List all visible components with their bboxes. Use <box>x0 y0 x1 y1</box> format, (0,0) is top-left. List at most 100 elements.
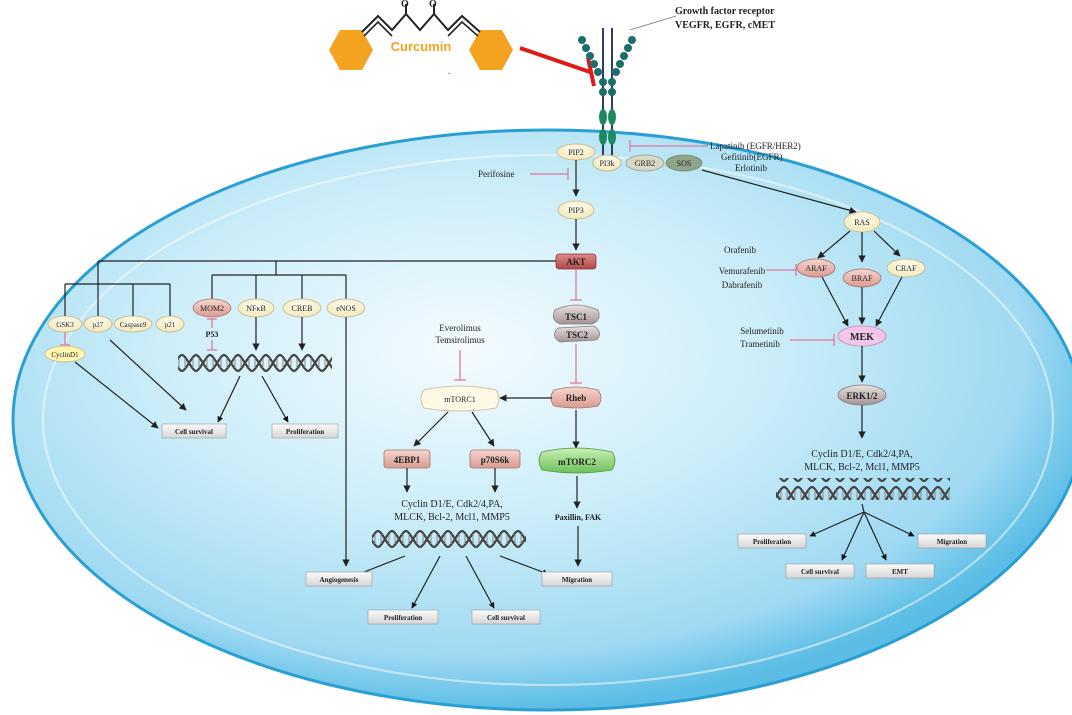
mtorc1-node: mTORC1 <box>420 385 500 412</box>
curcumin-label: Curcumin <box>391 39 452 54</box>
cell-survival-left-label: Cell survival <box>175 428 213 436</box>
perifosine-label: Perifosine <box>478 169 515 179</box>
akt-node: AKT <box>555 253 597 270</box>
genes-mid-line1: Cyclin D1/E, Cdk2/4,PA, <box>401 499 503 510</box>
araf-label: ARAF <box>805 264 827 273</box>
ras-label: RAS <box>854 218 870 227</box>
curcumin-dot: . <box>448 66 450 76</box>
caspase9-label: Caspase9 <box>120 321 147 329</box>
dna-mid-to-migration-arrow <box>499 555 549 575</box>
pip3-node: PIP3 <box>557 200 595 220</box>
cell-survival-right-box: Cell survival <box>785 563 855 579</box>
cell-survival-mid-label: Cell survival <box>487 614 525 622</box>
lapatinib-label: Lapatinib (EGFR/HER2) <box>710 141 801 151</box>
emt-label: EMT <box>892 568 908 576</box>
angiogenesis-box: Angiogenesis <box>305 571 373 587</box>
mtorc1-to-p70s6k-arrow <box>471 411 495 447</box>
genes-mid-line2: MLCK, Bcl-2, Mcl1, MMP5 <box>394 512 510 523</box>
dna-left-to-survival-arrow <box>217 375 241 423</box>
craf-label: CRAF <box>896 264 917 273</box>
araf-to-mek-arrow <box>821 276 849 327</box>
braf-node: BRAF <box>842 268 882 288</box>
mtorc2-node: mTORC2 <box>538 447 616 474</box>
dabrafenib-label: Dabrafenib <box>722 280 763 290</box>
erk-label: ERK1/2 <box>846 391 878 401</box>
p53-label: P53 <box>206 330 219 339</box>
dna-left <box>178 352 332 374</box>
pip2-label: PIP2 <box>568 148 584 157</box>
selumetinib-label: Selumetinib <box>740 326 784 336</box>
dna-right-to-proliferation-arrow <box>809 511 865 537</box>
vemurafenib-label: Vemurafenib <box>719 266 766 276</box>
sos-label: SOS <box>677 159 692 168</box>
cell-survival-mid-box: Cell survival <box>471 609 541 625</box>
sos-node: SOS <box>665 154 703 172</box>
mtorc1-label: mTORC1 <box>444 395 475 404</box>
enos-label: eNOS <box>336 304 356 313</box>
enos-node: eNOS <box>326 298 366 318</box>
4ebp1-label: 4EBP1 <box>394 455 421 465</box>
angiogenesis-label: Angiogenesis <box>320 576 359 584</box>
p70s6k-label: p70S6k <box>481 455 510 465</box>
erlotinib-label: Erlotinib <box>735 163 767 173</box>
dna-right-stem <box>861 503 865 513</box>
proliferation-left-label: Proliferation <box>286 428 324 436</box>
orafenib-label: Orafenib <box>724 245 756 255</box>
pip3-label: PIP3 <box>568 206 584 215</box>
nfkb-label: NFκB <box>246 304 266 313</box>
migration-right-box: Migration <box>917 533 987 549</box>
proliferation-right-box: Proliferation <box>737 533 807 549</box>
receptor-subtitle: VEGFR, EGFR, cMET <box>675 20 775 31</box>
dna-right-to-emt-arrow <box>863 511 887 561</box>
akt-branch-lines <box>64 260 556 300</box>
ras-to-araf-arrow <box>817 230 851 259</box>
proliferation-mid-box: Proliferation <box>367 609 439 625</box>
cell-membrane <box>11 128 1072 712</box>
paxillin-label: Paxillin, FAK <box>555 513 602 522</box>
p27-to-survival-arrow <box>109 339 187 411</box>
pi3k-node: PI3k <box>592 154 622 172</box>
gsk3-node: GSK3 <box>47 315 83 333</box>
p21-label: p21 <box>165 321 176 329</box>
cell-inner-ring <box>42 154 1054 686</box>
rheb-label: Rheb <box>566 393 587 403</box>
migration-mid-box: Migration <box>541 571 613 587</box>
nfkb-node: NFκB <box>237 298 275 318</box>
growth-factor-receptor <box>578 15 677 160</box>
proliferation-right-label: Proliferation <box>753 538 791 546</box>
mdm2-node: MOM2 <box>192 298 232 318</box>
cyclind1-label: CyclinD1 <box>51 351 79 359</box>
akt-label: AKT <box>566 257 586 267</box>
curcumin-inhibition <box>519 46 596 87</box>
tsc2-label: TSC2 <box>566 330 589 340</box>
tsc1-node: TSC1 <box>552 304 600 325</box>
everolimus-label: Everolimus <box>439 323 481 333</box>
erk-node: ERK1/2 <box>837 384 887 406</box>
sos-to-ras-arrow <box>701 169 857 214</box>
dna-mid <box>372 530 526 552</box>
proliferation-left-box: Proliferation <box>271 423 339 439</box>
creb-label: CREB <box>292 304 313 313</box>
dna-right-to-survival-arrow <box>841 511 865 561</box>
pi3k-label: PI3k <box>599 159 614 168</box>
p27-node: p27 <box>83 315 113 333</box>
tsc2-node: TSC2 <box>554 325 600 343</box>
gsk3-label: GSK3 <box>56 321 74 329</box>
cyclind1-to-survival-arrow <box>74 361 159 429</box>
mek-node: MEK <box>837 325 887 347</box>
cyclind1-node: CyclinD1 <box>44 345 86 363</box>
mdm2-label: MOM2 <box>200 304 224 313</box>
mek-label: MEK <box>850 332 874 343</box>
curcumin-molecule: O O Curcumin . <box>329 0 513 76</box>
grb2-label: GRB2 <box>635 159 655 168</box>
migration-right-label: Migration <box>937 538 967 546</box>
dna-mid-to-survival-arrow <box>465 555 495 609</box>
dna-mid-to-proliferation-arrow <box>411 555 441 609</box>
receptor-title: Growth factor receptor <box>675 6 775 17</box>
ras-node: RAS <box>843 211 881 233</box>
temsirolimus-label: Temsirolimus <box>435 335 485 345</box>
mtorc1-to-4ebp1-arrow <box>413 411 449 447</box>
cell-survival-right-label: Cell survival <box>801 568 839 576</box>
migration-mid-label: Migration <box>562 576 592 584</box>
